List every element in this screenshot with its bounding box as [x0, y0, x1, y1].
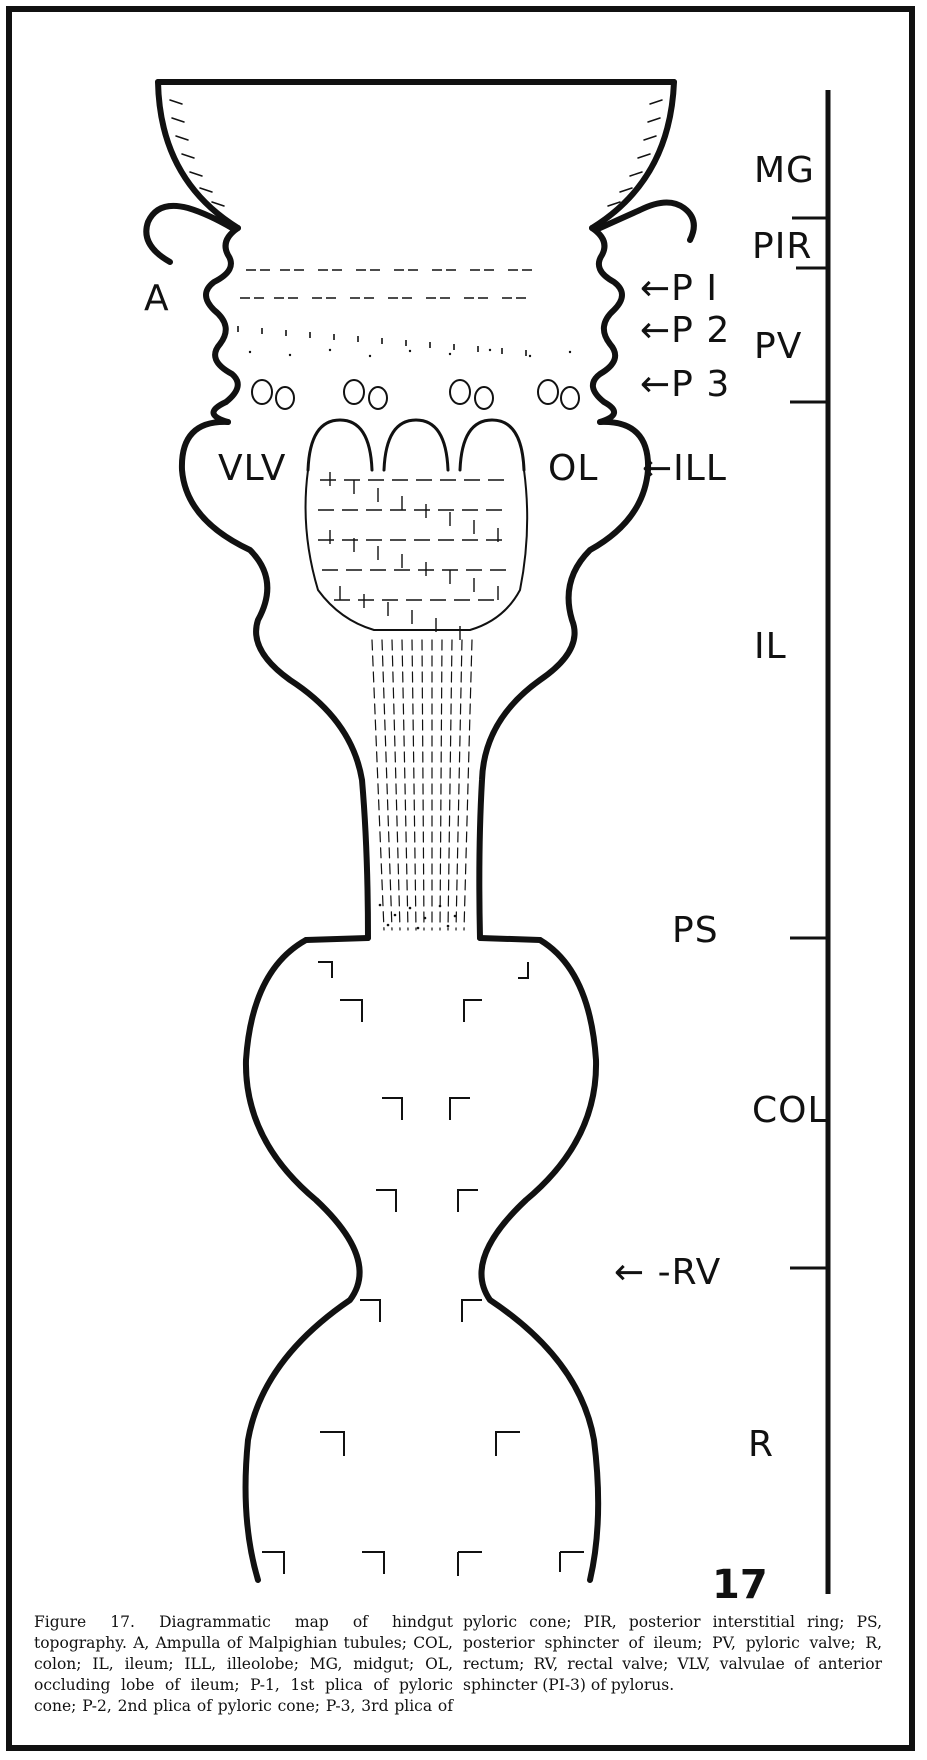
label-il: IL	[754, 626, 787, 667]
label-a: A	[144, 278, 170, 319]
midgut-epithelium-hatching	[170, 100, 662, 206]
label-rv: ← -RV	[614, 1252, 721, 1293]
ileum-lobe-mass	[306, 470, 528, 630]
valvulae-bulbs	[252, 380, 579, 409]
midgut-right-wall	[592, 82, 674, 228]
ampulla-right	[600, 202, 694, 240]
plica-ticks	[238, 270, 532, 356]
occluding-lobe-right	[460, 420, 524, 470]
ileum-right-wall	[479, 422, 648, 938]
lobe-texture	[318, 472, 506, 640]
label-col: COL	[752, 1090, 829, 1131]
ileum-left-wall	[182, 422, 368, 938]
figure-number: 17	[712, 1562, 768, 1608]
label-r: R	[748, 1424, 774, 1465]
label-ol: OL	[548, 448, 598, 489]
sphincter-shelf-right	[480, 938, 540, 940]
label-ps: PS	[672, 910, 719, 951]
label-p3: ←P 3	[640, 364, 730, 405]
pylorus-right-wall	[592, 228, 622, 422]
occluding-lobe-middle	[384, 420, 448, 470]
region-scale	[790, 90, 828, 1594]
label-p2: ←P 2	[640, 310, 730, 351]
label-ill: ←ILL	[642, 448, 727, 489]
colon-right-wall	[481, 940, 598, 1580]
label-pv: PV	[754, 326, 802, 367]
label-mg: MG	[754, 150, 815, 191]
label-p1: ←P I	[640, 268, 718, 309]
sphincter-stipple	[379, 904, 457, 930]
rectal-pads	[262, 962, 584, 1576]
intima-stripes	[372, 640, 472, 930]
label-pir: PIR	[752, 226, 812, 267]
pylorus-left-wall	[206, 228, 238, 422]
figure-caption: Figure 17. Diagrammatic map of hindgut t…	[34, 1612, 882, 1717]
occluding-lobe-left	[308, 420, 372, 470]
label-vlv: VLV	[218, 448, 286, 489]
plica-stipple	[249, 349, 571, 357]
sphincter-shelf-left	[306, 938, 368, 940]
colon-left-wall	[246, 940, 360, 1580]
